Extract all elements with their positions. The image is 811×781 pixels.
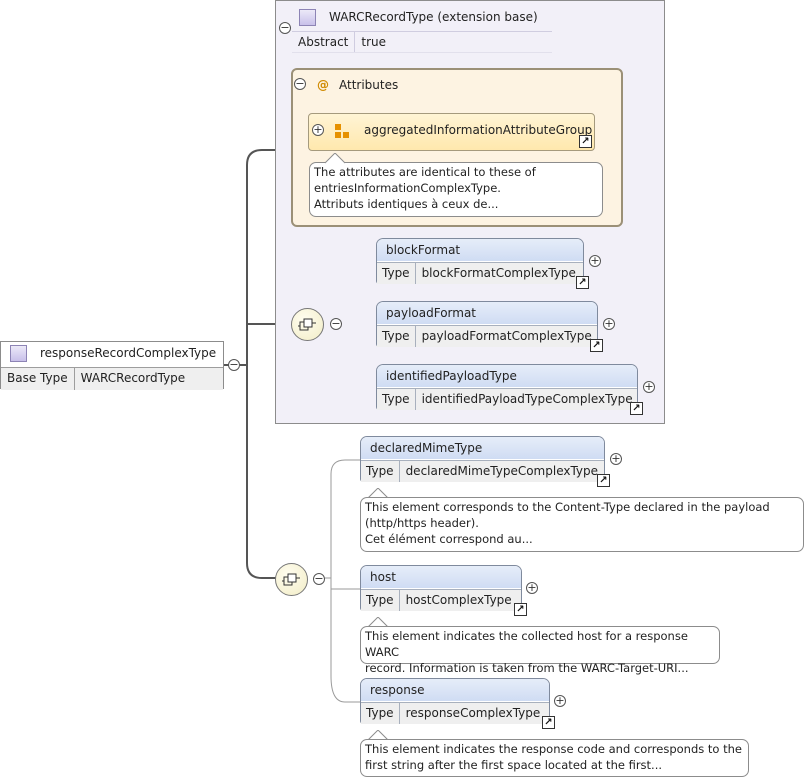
element-expand-icon[interactable]: + [603, 317, 615, 330]
type-label: Type [377, 389, 416, 410]
attribute-group-name: aggregatedInformationAttributeGroup [364, 123, 593, 137]
extension-collapse-icon[interactable]: − [279, 21, 291, 34]
extension-base-panel: WARCRecordType (extension base) Abstract… [275, 0, 665, 424]
type-label: Type [377, 326, 416, 347]
note-line: The attributes are identical to these of [314, 165, 536, 179]
root-name: responseRecordComplexType [40, 346, 217, 360]
type-link-icon[interactable]: ↗ [514, 603, 527, 616]
element-host[interactable]: host Type hostComplexType ↗ [360, 565, 527, 616]
attributes-title: Attributes [339, 78, 399, 92]
sequence-collapse-icon[interactable]: − [313, 572, 325, 585]
note-pointer [368, 730, 388, 741]
type-link-icon[interactable]: ↗ [542, 716, 555, 729]
attributes-panel: @ Attributes aggregatedInformationAttrib… [291, 68, 623, 227]
abstract-label: Abstract [292, 32, 356, 52]
element-note: This element corresponds to the Content-… [360, 497, 804, 552]
attributes-header: @ Attributes [317, 76, 398, 94]
abstract-value: true [361, 35, 387, 49]
element-blockformat[interactable]: blockFormat Type blockFormatComplexType ↗ [376, 238, 589, 289]
type-value: declaredMimeTypeComplexType [405, 464, 599, 478]
complex-type-icon [10, 344, 27, 362]
base-type-row: Base Type WARCRecordType [1, 367, 223, 390]
extension-title: WARCRecordType (extension base) [329, 10, 538, 24]
note-line: record. Information is taken from the WA… [365, 661, 689, 675]
element-note: This element indicates the response code… [360, 739, 749, 777]
type-label: Type [361, 703, 400, 724]
type-value: payloadFormatComplexType [421, 329, 592, 343]
note-pointer [325, 153, 345, 164]
at-icon: @ [317, 78, 329, 92]
sequence-icon[interactable] [291, 308, 324, 341]
attribute-group-icon [335, 124, 349, 138]
sequence-icon[interactable] [275, 563, 308, 596]
root-header: responseRecordComplexType [1, 342, 223, 364]
root-collapse-icon[interactable]: − [228, 358, 240, 371]
element-name: identifiedPayloadType [377, 365, 637, 387]
sequence-glyph-icon [282, 573, 300, 586]
attribute-group-link-icon[interactable]: ↗ [579, 135, 592, 148]
element-payloadformat[interactable]: payloadFormat Type payloadFormatComplexTy… [376, 301, 603, 352]
element-expand-icon[interactable]: + [610, 452, 622, 465]
sequence-collapse-icon[interactable]: − [330, 317, 342, 330]
note-line: This element indicates the collected hos… [365, 629, 688, 659]
type-label: Type [377, 263, 416, 284]
note-line: first string after the first space locat… [365, 758, 663, 772]
attribute-group-expand-icon[interactable]: + [312, 123, 324, 136]
element-expand-icon[interactable]: + [554, 694, 566, 707]
attributes-collapse-icon[interactable]: − [294, 77, 306, 90]
type-value: responseComplexType [405, 706, 541, 720]
note-pointer [368, 617, 388, 628]
base-type-label: Base Type [1, 368, 75, 390]
type-label: Type [361, 461, 400, 482]
note-line: Attributs identiques à ceux de... [314, 197, 499, 211]
extension-header: WARCRecordType (extension base) [299, 7, 549, 27]
type-link-icon[interactable]: ↗ [630, 402, 643, 415]
attribute-note: The attributes are identical to these of… [309, 162, 603, 217]
element-declaredmimetype[interactable]: declaredMimeType Type declaredMimeTypeCom… [360, 436, 610, 487]
type-link-icon[interactable]: ↗ [590, 339, 603, 352]
note-line: (http/https header). [365, 516, 479, 530]
element-identifiedpayloadtype[interactable]: identifiedPayloadType Type identifiedPayl… [376, 364, 643, 415]
sequence-glyph-icon [298, 318, 316, 331]
base-type-value: WARCRecordType [80, 371, 186, 385]
note-pointer [368, 488, 388, 499]
element-note: This element indicates the collected hos… [360, 626, 720, 675]
element-expand-icon[interactable]: + [589, 254, 601, 267]
element-name: payloadFormat [377, 302, 597, 324]
note-line: entriesInformationComplexType. [314, 181, 501, 195]
note-line: This element indicates the response code… [365, 742, 742, 756]
element-name: response [361, 679, 549, 701]
type-link-icon[interactable]: ↗ [576, 276, 589, 289]
type-value: identifiedPayloadTypeComplexType [421, 392, 633, 406]
complex-type-icon [299, 8, 316, 26]
element-name: blockFormat [377, 239, 583, 261]
type-link-icon[interactable]: ↗ [597, 474, 610, 487]
attribute-group-box[interactable]: aggregatedInformationAttributeGroup ↗ [308, 113, 595, 151]
element-response[interactable]: response Type responseComplexType ↗ [360, 678, 555, 729]
type-value: hostComplexType [405, 593, 512, 607]
note-line: Cet élément correspond au... [365, 532, 533, 546]
root-complex-type[interactable]: responseRecordComplexType Base Type WARC… [0, 341, 224, 390]
type-value: blockFormatComplexType [421, 266, 576, 280]
note-line: This element corresponds to the Content-… [365, 500, 770, 514]
type-label: Type [361, 590, 400, 611]
element-expand-icon[interactable]: + [526, 581, 538, 594]
element-expand-icon[interactable]: + [643, 380, 655, 393]
abstract-row: Abstract true [292, 31, 552, 53]
element-name: declaredMimeType [361, 437, 604, 459]
element-name: host [361, 566, 521, 588]
